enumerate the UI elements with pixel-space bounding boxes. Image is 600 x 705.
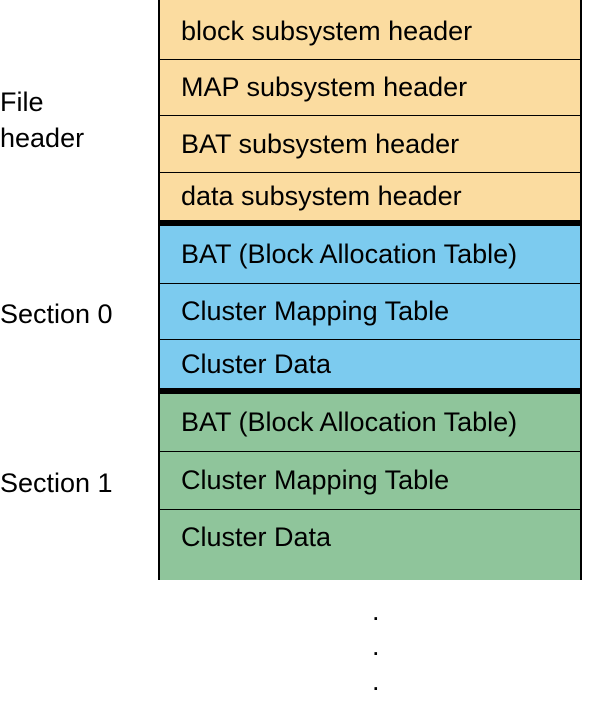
- continuation-dot: .: [372, 596, 380, 626]
- section-1-bat-row: BAT (Block Allocation Table): [160, 394, 580, 452]
- file-header-group: block subsystem header MAP subsystem hea…: [160, 0, 580, 220]
- continuation-dot: .: [372, 666, 380, 696]
- block-subsystem-header-row: block subsystem header: [160, 0, 580, 60]
- section-0-label: Section 0: [0, 299, 113, 329]
- section-0-group: BAT (Block Allocation Table) Cluster Map…: [160, 226, 580, 388]
- continuation-dot: .: [372, 631, 380, 661]
- section-1-group: BAT (Block Allocation Table) Cluster Map…: [160, 394, 580, 580]
- section-0-cluster-mapping-table-row: Cluster Mapping Table: [160, 284, 580, 340]
- section-1-cluster-mapping-table-row: Cluster Mapping Table: [160, 452, 580, 510]
- file-header-divider: [160, 220, 580, 226]
- map-subsystem-header-row: MAP subsystem header: [160, 60, 580, 116]
- section-0-bat-row: BAT (Block Allocation Table): [160, 226, 580, 284]
- file-header-label: File header: [0, 87, 85, 153]
- section-1-cluster-data-row: Cluster Data: [181, 522, 332, 552]
- data-subsystem-header-row: data subsystem header: [181, 181, 462, 211]
- section-1-label: Section 1: [0, 468, 113, 498]
- file-layout-diagram: block subsystem header MAP subsystem hea…: [158, 0, 582, 580]
- bat-subsystem-header-row: BAT subsystem header: [160, 116, 580, 173]
- section-0-cluster-data-row: Cluster Data: [181, 348, 332, 379]
- section-0-divider: [160, 388, 580, 394]
